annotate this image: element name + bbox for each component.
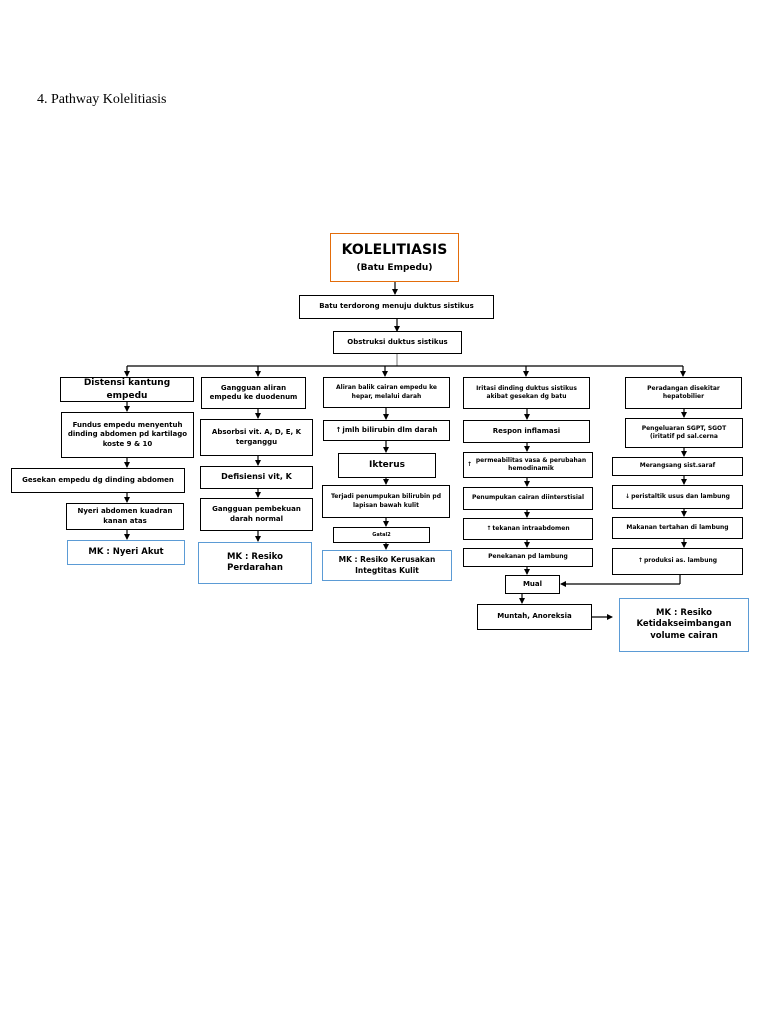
node-fundus: Fundus empedu menyentuh dinding abdomen …: [61, 412, 194, 458]
node-ikterus: Ikterus: [338, 453, 436, 478]
node-permeabilitas: permeabilitas vasa & perubahan hemodinam…: [463, 452, 593, 478]
node-makanan-tertahan: Makanan tertahan di lambung: [612, 517, 743, 539]
node-gesekan: Gesekan empedu dg dinding abdomen: [11, 468, 185, 493]
root-node: KOLELITIASIS (Batu Empedu): [330, 233, 459, 282]
node-gangguan-aliran: Gangguan aliran empedu ke duodenum: [201, 377, 306, 409]
node-respon-inflamasi: Respon inflamasi: [463, 420, 590, 443]
node-penekanan-lambung: Penekanan pd lambung: [463, 548, 593, 567]
node-obstruksi: Obstruksi duktus sistikus: [333, 331, 462, 354]
node-penumpukan-bilirubin: Terjadi penumpukan bilirubin pd lapisan …: [322, 485, 450, 518]
node-bilirubin: jmlh bilirubin dlm darah: [323, 420, 450, 441]
node-defisiensi: Defisiensi vit, K: [200, 466, 313, 489]
node-penumpukan-cairan: Penumpukan cairan diinterstisial: [463, 487, 593, 510]
root-title: KOLELITIASIS: [341, 241, 448, 258]
node-gangguan-pembekuan: Gangguan pembekuan darah normal: [200, 498, 313, 531]
node-merangsang-saraf: Merangsang sist.saraf: [612, 457, 743, 476]
node-peradangan: Peradangan disekitar hepatobilier: [625, 377, 742, 409]
node-distensi: Distensi kantung empedu: [60, 377, 194, 402]
node-mual: Mual: [505, 575, 560, 594]
node-nyeri-abdomen: Nyeri abdomen kuadran kanan atas: [66, 503, 184, 530]
node-batu-terdorong: Batu terdorong menuju duktus sistikus: [299, 295, 494, 319]
node-sgpt-sgot: Pengeluaran SGPT, SGOT (iritatif pd sal.…: [625, 418, 743, 448]
node-aliran-balik: Aliran balik cairan empedu ke hepar, mel…: [323, 377, 450, 408]
mk-ketidakseimbangan-cairan: MK : Resiko Ketidakseimbangan volume cai…: [619, 598, 749, 652]
page-heading: 4. Pathway Kolelitiasis: [37, 92, 167, 107]
mk-resiko-perdarahan: MK : Resiko Perdarahan: [198, 542, 312, 584]
node-iritasi: Iritasi dinding duktus sistikus akibat g…: [463, 377, 590, 409]
node-absorbsi: Absorbsi vit. A, D, E, K terganggu: [200, 419, 313, 456]
node-muntah-anoreksia: Muntah, Anoreksia: [477, 604, 592, 630]
node-tekanan: tekanan intraabdomen: [463, 518, 593, 540]
node-gatal: Gatal2: [333, 527, 430, 543]
root-subtitle: (Batu Empedu): [356, 262, 433, 273]
node-peristaltik: peristaltik usus dan lambung: [612, 485, 743, 509]
mk-kerusakan-kulit: MK : Resiko Kerusakan Integtitas Kulit: [322, 550, 452, 581]
node-produksi-asam: produksi as. lambung: [612, 548, 743, 575]
mk-nyeri-akut: MK : Nyeri Akut: [67, 540, 185, 565]
